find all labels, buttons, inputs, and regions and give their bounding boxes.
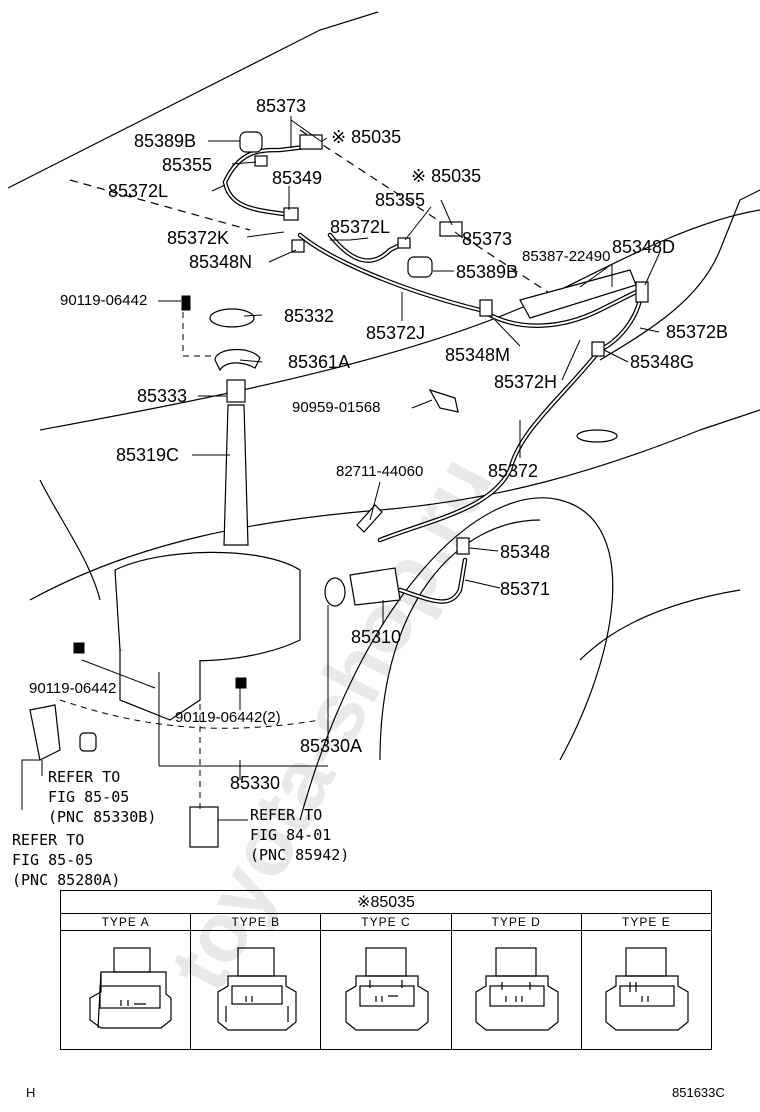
label-85361a: 85361A: [288, 352, 351, 372]
label-85372: 85372: [488, 461, 539, 481]
type-d-illustration: [450, 930, 582, 1050]
part-85373-top: [299, 134, 323, 150]
part-85361a-strap: [214, 349, 261, 372]
type-a-illustration: [59, 930, 192, 1050]
label-85349: 85349: [272, 168, 323, 188]
part-85348d: [635, 281, 649, 303]
label-85389b-mid: 85389B: [456, 262, 519, 282]
part-85348: [456, 537, 470, 555]
label-85348m: 85348M: [445, 345, 511, 365]
label-90119-2: 90119-06442(2): [175, 709, 281, 726]
label-85310: 85310: [351, 627, 402, 647]
hose-85372: [377, 347, 603, 543]
label-85372j: 85372J: [366, 323, 426, 343]
part-85355-top: [254, 155, 268, 167]
label-85333: 85333: [137, 386, 188, 406]
type-name: TYPE D: [450, 913, 582, 931]
type-b-illustration: [190, 930, 322, 1050]
part-90959: [428, 388, 459, 413]
type-e-illustration: [580, 930, 713, 1050]
wheel-arc-outer: [379, 519, 541, 761]
part-85332-cap: [209, 308, 255, 328]
connector-type-b-icon: [217, 946, 297, 1031]
connector-type-a-icon: [88, 946, 172, 1029]
label-85348d: 85348D: [612, 237, 676, 257]
refer-note-85280a: REFER TO FIG 85-05 (PNC 85280A): [12, 831, 121, 889]
label-85371: 85371: [500, 579, 551, 599]
part-85348n: [291, 239, 305, 253]
part-85330a-grommet: [324, 577, 346, 607]
part-85349: [283, 207, 299, 221]
label-85372k: 85372K: [167, 228, 230, 248]
label-85035-mid: ※ 85035: [411, 166, 482, 186]
right-body-lower: [579, 589, 741, 661]
part-85348g: [591, 341, 605, 357]
type-table-title: ※85035: [60, 890, 712, 914]
part-85319c-neck: [223, 404, 249, 546]
refer-note-85330b: REFER TO FIG 85-05 (PNC 85330B): [48, 768, 157, 826]
label-85387: 85387-22490: [522, 248, 611, 265]
label-90959: 90959-01568: [292, 399, 381, 416]
label-85319c: 85319C: [116, 445, 180, 465]
part-85330b-grommet: [79, 732, 97, 752]
label-82711: 82711-44060: [336, 463, 424, 480]
part-85310-pump: [349, 567, 401, 606]
hood-outline: [7, 11, 379, 189]
part-85942-bracket: [189, 806, 219, 848]
hood-edge-dash: [69, 129, 561, 301]
label-85348n: 85348N: [189, 252, 253, 272]
type-name: TYPE C: [320, 913, 452, 931]
label-85373-mid: 85373: [462, 229, 513, 249]
part-85373-mid: [439, 221, 463, 237]
label-85332: 85332: [284, 306, 335, 326]
refer-note-85942: REFER TO FIG 84-01 (PNC 85942): [250, 806, 350, 864]
part-85389b-mid: [407, 256, 433, 278]
part-85389b-top: [239, 131, 263, 153]
label-85372l-top: 85372L: [108, 181, 169, 201]
type-name: TYPE B: [190, 913, 322, 931]
bolt-left: [73, 642, 85, 654]
label-85389b-top: 85389B: [134, 131, 197, 151]
footer-figure-number: 851633C: [672, 1085, 725, 1100]
connector-type-c-icon: [345, 946, 429, 1031]
fender-arc: [299, 497, 614, 821]
connector-type-e-icon: [605, 946, 689, 1031]
label-85373-top: 85373: [256, 96, 307, 116]
part-82711: [356, 504, 383, 533]
label-90119-top: 90119-06442: [60, 292, 148, 309]
part-85387-arm: [519, 269, 637, 319]
type-name: TYPE A: [59, 913, 192, 931]
label-85348: 85348: [500, 542, 551, 562]
part-85333-filter: [226, 379, 246, 403]
bolt-top: [181, 295, 191, 311]
label-85355-mid: 85355: [375, 190, 426, 210]
fender-ellipse: [576, 429, 618, 443]
right-fender: [599, 189, 760, 361]
part-85348m: [479, 299, 493, 317]
part-85355-mid: [397, 237, 411, 249]
label-85330: 85330: [230, 773, 281, 793]
label-85355-top: 85355: [162, 155, 213, 175]
connector-type-d-icon: [475, 946, 559, 1031]
part-85330-motor: [29, 704, 61, 761]
type-name: TYPE E: [580, 913, 713, 931]
footer-left-code: H: [26, 1085, 36, 1100]
label-85372h: 85372H: [494, 372, 558, 392]
part-reservoir: [114, 551, 301, 662]
label-85372b: 85372B: [666, 322, 729, 342]
type-c-illustration: [320, 930, 452, 1050]
label-85035-top: ※ 85035: [331, 127, 402, 147]
bumper-line: [39, 479, 101, 601]
label-90119-left: 90119-06442: [29, 680, 117, 697]
label-85372l-mid: 85372L: [330, 217, 391, 237]
type-table-85035: ※85035 TYPE A TYPE B TYPE C TYPE D TYPE …: [59, 890, 713, 1050]
bolt-right: [235, 677, 247, 689]
label-85330a: 85330A: [300, 736, 363, 756]
label-85348g: 85348G: [630, 352, 695, 372]
